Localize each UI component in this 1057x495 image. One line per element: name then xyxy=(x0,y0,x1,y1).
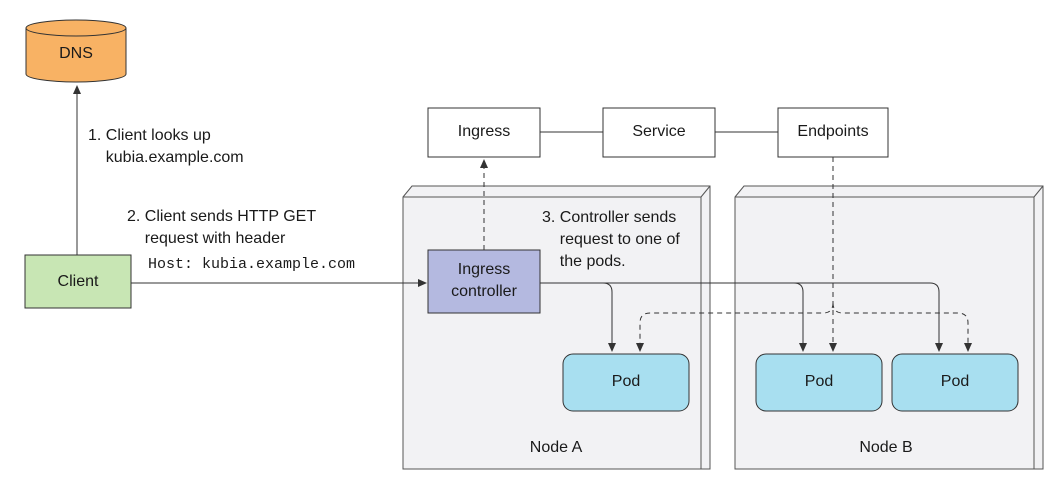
service-label: Service xyxy=(632,123,686,140)
ingress-controller-label: Ingress controller xyxy=(451,261,517,300)
pod-b1-box xyxy=(755,353,883,412)
pod-a-label: Pod xyxy=(611,373,641,390)
step-2-host-header: Host: kubia.example.com xyxy=(148,256,356,273)
pod-a-box xyxy=(562,353,690,412)
step-2-text: 2. Client sends HTTP GET request with he… xyxy=(127,208,317,247)
node-a-label: Node A xyxy=(529,439,583,456)
endpoints-label: Endpoints xyxy=(797,123,869,140)
pod-b2-label: Pod xyxy=(940,373,970,390)
ingress-box xyxy=(427,107,541,158)
client-label: Client xyxy=(57,273,99,290)
pod-b1-label: Pod xyxy=(804,373,834,390)
node-b-label: Node B xyxy=(859,439,913,456)
step-1-text: 1. Client looks up kubia.example.com xyxy=(88,127,244,166)
dns-label: DNS xyxy=(59,45,93,62)
dns-cylinder xyxy=(25,19,127,83)
step-3-text: 3. Controller sends request to one of th… xyxy=(542,209,680,270)
pod-b2-box xyxy=(891,353,1019,412)
node-b-box xyxy=(734,185,1044,470)
ingress-label: Ingress xyxy=(457,123,511,140)
controller-pod-b2-arrow xyxy=(794,282,943,352)
endpoints-box xyxy=(777,107,889,158)
client-box xyxy=(24,254,132,309)
ingress-controller-box xyxy=(427,249,541,314)
endpoints-pod-a-dashed-arrow xyxy=(636,302,834,352)
